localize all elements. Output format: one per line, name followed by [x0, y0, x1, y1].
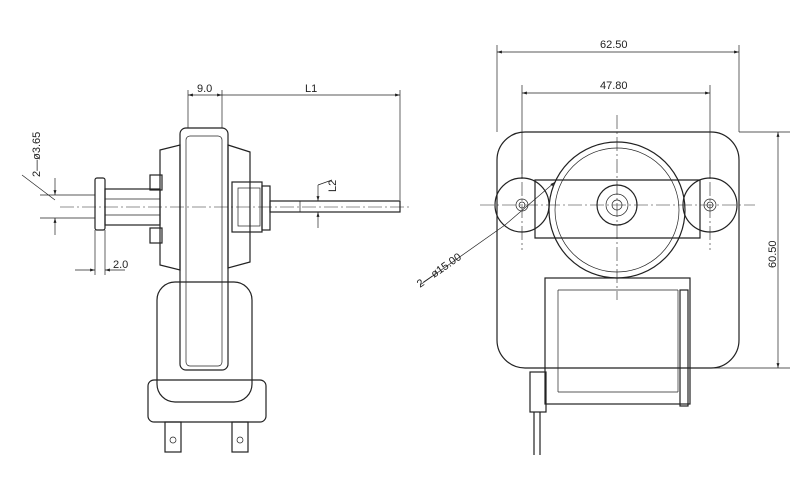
front-flange — [94, 177, 106, 231]
dim-2-label: 2.0 — [113, 259, 128, 271]
dim-47-label: 47.80 — [600, 80, 628, 92]
terminal-right — [231, 421, 249, 453]
rear-cap — [261, 185, 271, 231]
centre-hub — [596, 184, 638, 226]
coil-bobbin — [156, 281, 253, 403]
terminal-block — [147, 379, 267, 423]
side-view: 9.0 L1 L2 2—ø3.65 2.0 — [21, 83, 410, 453]
front-view: 62.50 47.80 60.50 2—ø15.00 — [415, 39, 790, 455]
bracket-clip-bottom — [149, 227, 163, 244]
bracket-clip-top — [149, 174, 163, 191]
dim-60-label: 60.50 — [767, 240, 779, 268]
terminal-left — [164, 421, 182, 453]
dim-boss-dia-label: 2—ø15.00 — [415, 251, 464, 290]
dim-62-label: 62.50 — [600, 39, 628, 51]
right-bracket — [227, 144, 251, 269]
left-bracket — [159, 144, 181, 271]
boss-leader — [419, 224, 506, 286]
front-terminal-base — [529, 371, 547, 413]
dim-L1-label: L1 — [305, 83, 317, 95]
stator-frame — [496, 131, 740, 369]
coil-box — [544, 277, 691, 405]
stator-plate — [179, 127, 229, 371]
dim-hole-dia-label: 2—ø3.65 — [31, 132, 43, 177]
bracket-crossbar — [534, 179, 701, 239]
coil-end-plate — [679, 289, 689, 407]
dim-L2-label: L2 — [327, 180, 339, 192]
rear-shaft — [269, 200, 401, 213]
dim-9-label: 9.0 — [197, 83, 212, 95]
